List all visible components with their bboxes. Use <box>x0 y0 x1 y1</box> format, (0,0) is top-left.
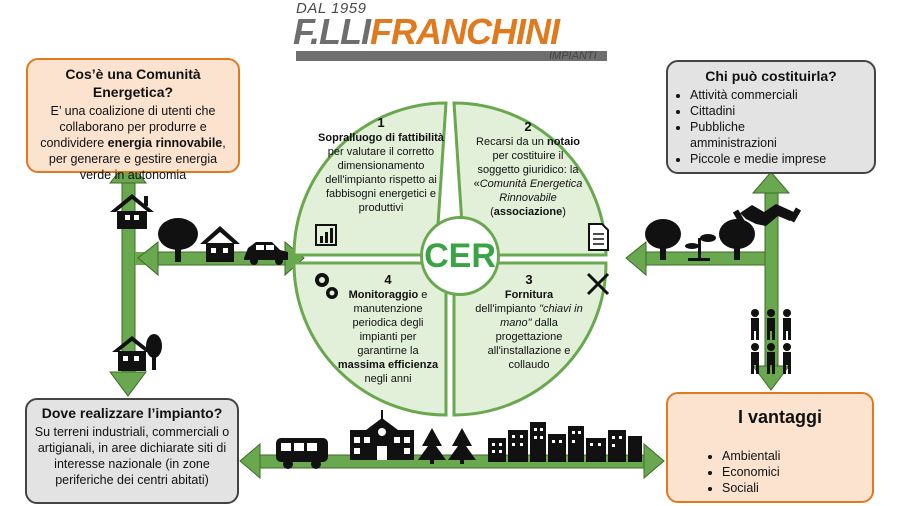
step-1-bold: Sopralluogo di fattibilità <box>318 132 444 144</box>
document-icon <box>588 223 609 251</box>
arrow-left-bottom <box>239 442 261 480</box>
box-vantaggi-list: Ambientali Economici Sociali <box>706 448 780 496</box>
arrow-left-to-cer <box>625 240 647 277</box>
box-chi-puo-title: Chi può costituirla? <box>705 68 837 84</box>
step-2-bold: notaio <box>546 136 580 148</box>
step-3: 3 Fornitura dell'impianto "chiavi in man… <box>474 273 584 372</box>
tree-icon <box>158 218 198 262</box>
logo-impianti: IMPIANTI <box>549 50 597 62</box>
step-2-bold-2: associazione <box>493 206 563 218</box>
quadrant-4 <box>292 261 448 417</box>
step-4-text: e manutenzione periodica degli impianti … <box>352 289 428 357</box>
step-3-italic: "chiavi in mano" <box>500 303 583 329</box>
sprout-icon <box>685 234 716 261</box>
logo: F.LLIFRANCHINI <box>293 11 560 52</box>
step-4-text-end: negli anni <box>364 373 412 385</box>
box-vantaggi: I vantaggi Ambientali Economici Sociali <box>666 392 874 503</box>
step-4-bold-2: massima efficienza <box>337 359 439 371</box>
people-icon <box>751 309 791 374</box>
gears-icon <box>315 273 338 299</box>
bus-icon <box>276 438 328 469</box>
list-item: Attività commerciali <box>690 87 868 103</box>
house-icon <box>200 226 240 262</box>
step-2: 2 Recarsi da un notaio per costituire il… <box>470 120 586 219</box>
quadrant-3 <box>452 261 608 417</box>
list-item: Sociali <box>722 480 780 496</box>
box-vantaggi-title: I vantaggi <box>738 407 823 427</box>
step-3-number: 3 <box>525 272 533 287</box>
box-chi-puo-list: Attività commerciali Cittadini Pubbliche… <box>674 87 868 167</box>
box-chi-puo: Chi può costituirla? Attività commercial… <box>666 60 876 174</box>
step-1: 1 Sopralluogo di fattibilità per valutar… <box>318 116 444 215</box>
box-dove-title: Dove realizzare l’impianto? <box>41 405 223 421</box>
step-2-text-pre: Recarsi da un <box>476 136 547 148</box>
arrow-left-from-cer <box>137 240 159 277</box>
step-2-italic: Comunità Energetica Rinnovabile <box>479 178 583 204</box>
list-item: Pubbliche amministrazioni <box>690 119 800 151</box>
step-3-text: dalla progettazione all'installazione e … <box>487 317 571 371</box>
step-4: 4 Monitoraggio e manutenzione periodica … <box>336 273 440 386</box>
arrow-down-left <box>109 371 147 397</box>
cer-center-label: CER <box>420 216 500 296</box>
step-1-number: 1 <box>377 115 385 130</box>
car-icon <box>244 242 288 265</box>
list-item: Economici <box>722 464 780 480</box>
quadrant-1 <box>292 101 448 257</box>
house-icon <box>112 334 162 371</box>
handshake-icon <box>732 204 802 226</box>
step-4-number: 4 <box>384 272 392 287</box>
step-2-text-post: per costituire il soggetto giuridico: la… <box>473 150 579 190</box>
step-3-bold: Fornitura <box>504 289 554 301</box>
arrow-down-right <box>752 365 790 391</box>
step-4-bold: Monitoraggio <box>348 289 419 301</box>
step-3-text-pre: dell'impianto <box>475 303 540 315</box>
pine-tree-icon <box>418 428 476 464</box>
step-2-text-end: ) <box>562 206 566 218</box>
arrow-right-bottom <box>643 442 665 480</box>
school-icon <box>350 410 414 460</box>
step-2-paren: ( <box>490 206 494 218</box>
logo-flli: F.LLI <box>293 11 371 52</box>
box-dove: Dove realizzare l’impianto? Su terreni i… <box>25 398 239 504</box>
list-item: Cittadini <box>690 103 868 119</box>
city-icon <box>488 422 642 462</box>
box-cos-e-title: Cos’è una Comunità Energetica? <box>65 66 201 100</box>
tree-icon <box>645 219 681 260</box>
tools-icon <box>586 272 610 296</box>
box-cos-e: Cos’è una Comunità Energetica? E’ una co… <box>26 58 240 182</box>
list-item: Ambientali <box>722 448 780 464</box>
house-icon <box>110 194 154 229</box>
arrow-up-right <box>751 171 791 194</box>
logo-franchini: FRANCHINI <box>369 11 560 52</box>
cer-circle <box>292 101 608 417</box>
box-cos-e-text: E’ una coalizione di utenti che collabor… <box>34 103 232 183</box>
tree-icon <box>719 219 755 260</box>
step-1-text: per valutare il corretto dimensionamento… <box>325 146 437 214</box>
box-dove-text: Su terreni industriali, commerciali o ar… <box>34 425 230 487</box>
step-2-number: 2 <box>524 119 532 134</box>
logo-bar <box>296 51 607 61</box>
box-cos-e-bold: energia rinnovabile <box>107 136 223 150</box>
box-cos-e-text-post: , per generare e gestire energia verde i… <box>48 136 226 182</box>
logo-since: DAL 1959 <box>296 0 367 17</box>
list-item: Piccole e medie imprese <box>690 151 868 167</box>
chart-icon <box>315 224 337 246</box>
box-cos-e-text-pre: E’ una coalizione di utenti che collabor… <box>40 104 216 150</box>
